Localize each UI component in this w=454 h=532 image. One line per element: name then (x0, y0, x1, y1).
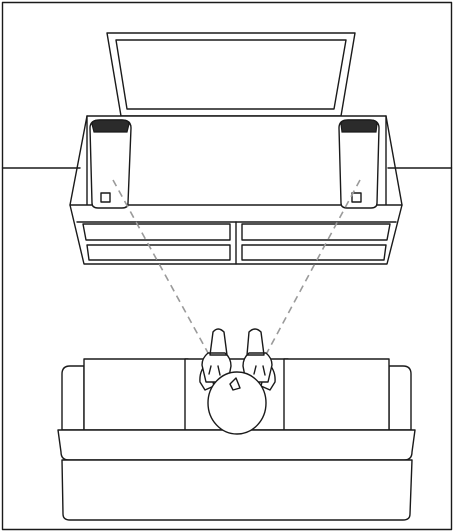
tv-console (69, 115, 403, 265)
left-speaker (89, 119, 132, 209)
tv (106, 32, 356, 117)
right-speaker (338, 119, 380, 209)
listener (199, 328, 276, 435)
sound-paths (112, 179, 361, 363)
